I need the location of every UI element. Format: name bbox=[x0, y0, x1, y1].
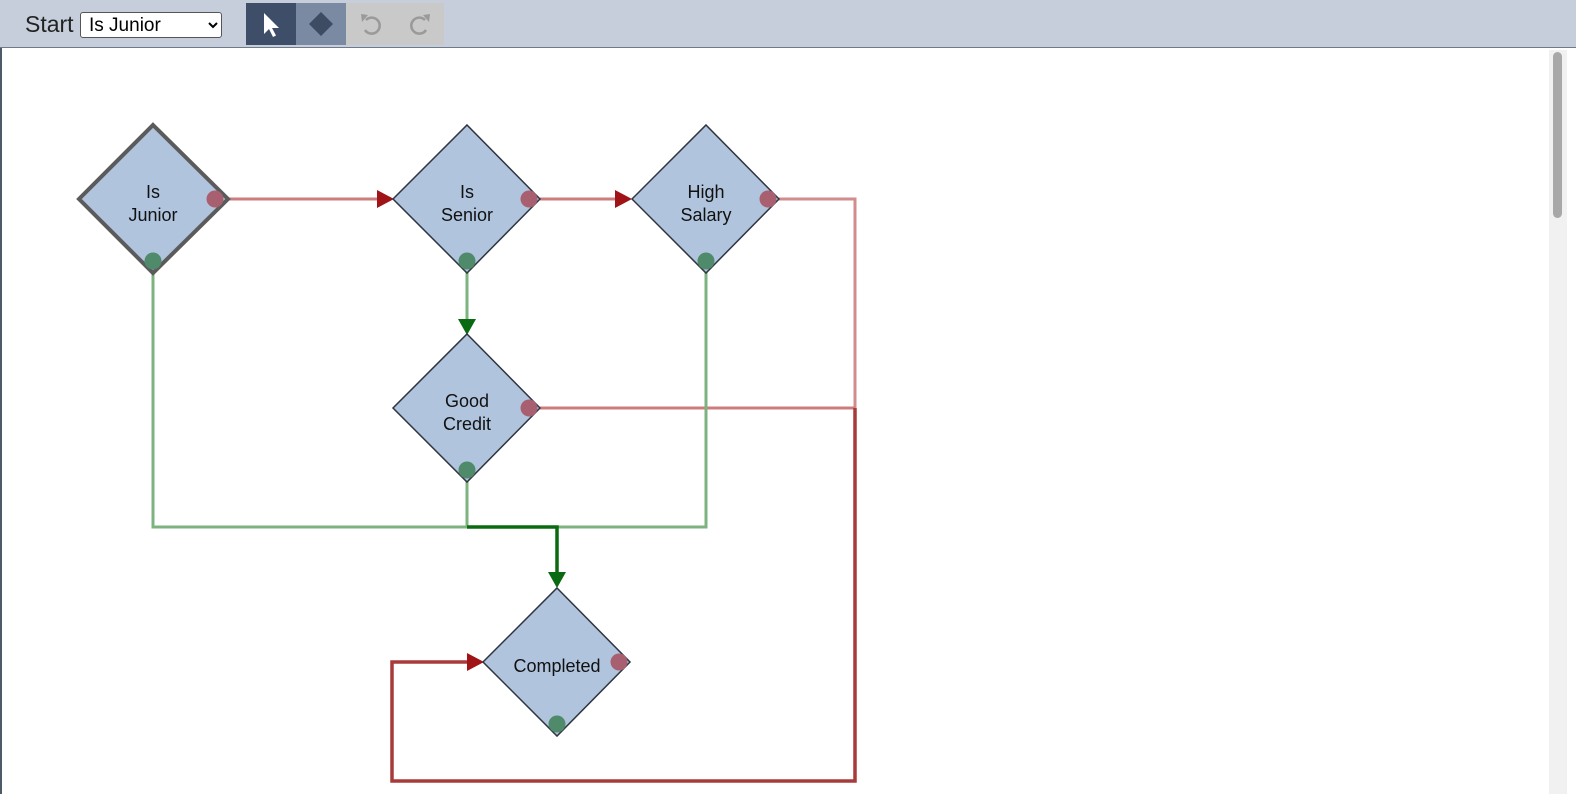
arrow-head bbox=[458, 319, 476, 335]
add-node-button[interactable] bbox=[296, 3, 346, 45]
edge-junior-true[interactable] bbox=[151, 268, 467, 529]
arrow-head bbox=[615, 190, 632, 208]
edges bbox=[151, 190, 857, 783]
true-port[interactable] bbox=[458, 461, 476, 479]
node-label-line1: Is bbox=[146, 182, 160, 202]
edge-false-to-completed[interactable] bbox=[390, 408, 857, 783]
start-label: Start bbox=[25, 11, 74, 37]
diamond-icon bbox=[309, 12, 333, 36]
redo-icon bbox=[410, 14, 430, 35]
node-is-junior[interactable]: Is Junior bbox=[76, 122, 231, 276]
true-port[interactable] bbox=[458, 252, 476, 270]
edge-true-to-completed[interactable] bbox=[467, 525, 559, 575]
node-label-line1: High bbox=[687, 182, 724, 202]
true-port[interactable] bbox=[548, 715, 566, 733]
false-port[interactable] bbox=[206, 190, 224, 208]
edge-salary-true[interactable] bbox=[557, 268, 708, 529]
true-port[interactable] bbox=[144, 252, 162, 270]
node-label-line2: Salary bbox=[680, 205, 731, 225]
node-label-line1: Good bbox=[445, 391, 489, 411]
true-port[interactable] bbox=[697, 252, 715, 270]
arrow-head bbox=[467, 653, 484, 671]
diagram-canvas[interactable]: Is Junior Is Senior High Salary Good Cre… bbox=[0, 48, 1576, 794]
false-port[interactable] bbox=[520, 399, 538, 417]
node-label-line2: Senior bbox=[441, 205, 493, 225]
node-is-senior[interactable]: Is Senior bbox=[391, 123, 542, 275]
cursor-arrow-icon bbox=[264, 13, 279, 37]
undo-button[interactable] bbox=[346, 3, 396, 45]
toolbar: Start Is Junior bbox=[0, 0, 1576, 48]
select-tool-button[interactable] bbox=[246, 3, 296, 45]
undo-icon bbox=[361, 14, 381, 35]
false-port[interactable] bbox=[759, 190, 777, 208]
vertical-scrollbar[interactable] bbox=[1549, 50, 1567, 794]
node-label-line1: Completed bbox=[513, 656, 600, 676]
false-port[interactable] bbox=[520, 190, 538, 208]
false-port[interactable] bbox=[610, 653, 628, 671]
flow-diagram[interactable]: Is Junior Is Senior High Salary Good Cre… bbox=[2, 48, 1547, 794]
node-good-credit[interactable]: Good Credit bbox=[391, 332, 542, 484]
arrow-head bbox=[548, 572, 566, 588]
scrollbar-thumb[interactable] bbox=[1553, 52, 1562, 218]
start-node-select[interactable]: Is Junior bbox=[80, 12, 222, 38]
redo-button[interactable] bbox=[396, 3, 444, 45]
node-high-salary[interactable]: High Salary bbox=[630, 123, 781, 275]
node-label-line2: Credit bbox=[443, 414, 491, 434]
arrow-head bbox=[377, 190, 394, 208]
node-completed[interactable]: Completed bbox=[481, 586, 632, 738]
edge-salary-false[interactable] bbox=[778, 197, 857, 408]
node-label-line1: Is bbox=[460, 182, 474, 202]
node-label-line2: Junior bbox=[128, 205, 177, 225]
